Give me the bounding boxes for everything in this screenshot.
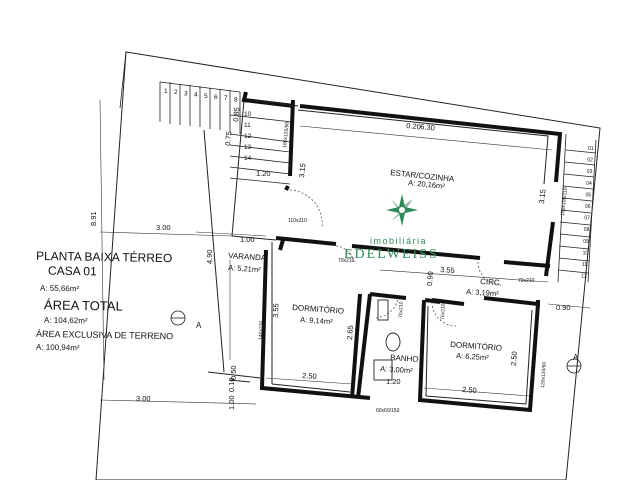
opening-70x210-c: 70x210 <box>398 301 405 318</box>
stair-step-number: 3 <box>184 90 188 97</box>
dim-250a: 2.50 <box>302 371 317 381</box>
dim-490: 4.90 <box>205 249 214 264</box>
plan-area-casa: A: 55,66m² <box>39 283 80 294</box>
side-step-number: 01 <box>588 146 594 152</box>
dim-085: 0.85 <box>231 107 241 122</box>
dorm1-area: A: 9,14m² <box>300 315 334 326</box>
section-mark-left: A <box>196 321 202 330</box>
opening-70x210-b: 70x210 <box>518 278 535 284</box>
stair-step-number: 5 <box>204 93 208 100</box>
dim-100a: 1.00 <box>240 235 255 244</box>
side-step-number: 07 <box>584 216 590 222</box>
circ-name: CIRC. <box>480 277 502 287</box>
side-step-number: 05 <box>586 192 592 198</box>
estar-area: A: 20,16m² <box>408 178 446 191</box>
dim-120a: 1.20 <box>256 169 271 178</box>
dorm2-name: DORMITÓRIO <box>450 340 503 353</box>
side-step-numbers: 01 02 03 04 05 06 07 08 09 10 11 12 <box>581 146 593 280</box>
logo-top-text: imobiliária <box>370 236 427 246</box>
dim-075: 0.75 <box>223 131 233 146</box>
dim-250b: 2.50 <box>462 385 477 395</box>
banho-area: A: 3,00m² <box>380 364 414 375</box>
varanda-name: VARANDA <box>228 251 267 263</box>
dim-630: 6.30 <box>420 122 435 132</box>
opening-sala: 150x100/110 <box>560 187 569 216</box>
lot-inner-line <box>119 51 127 109</box>
edelweiss-logo-icon <box>386 194 418 226</box>
stair-step-number: 10 <box>244 111 252 118</box>
stair-step-number: 1 <box>164 88 168 95</box>
stair-step-number: 14 <box>244 155 252 162</box>
plan-subtitle: CASA 01 <box>47 263 97 279</box>
dim-010: 0.10 <box>227 377 236 392</box>
side-step-number: 08 <box>584 227 590 233</box>
side-step-number: 11 <box>582 262 587 268</box>
side-step-number: 06 <box>585 204 591 210</box>
varanda-area: A: 5,21m² <box>228 263 262 274</box>
dimension-lines <box>99 99 591 405</box>
toilet-icon <box>385 332 401 352</box>
stair-step-number: 6 <box>214 94 218 101</box>
dim-300a: 3.00 <box>156 223 171 232</box>
dim-250c: 2.50 <box>509 351 519 366</box>
stair-step-number: 7 <box>224 95 228 102</box>
opening-dorm: 140x210 <box>258 320 265 340</box>
dim-265: 2.65 <box>345 325 355 340</box>
dim-090a: 0.90 <box>425 271 435 286</box>
dorm1-name: DORMITÓRIO <box>292 303 345 316</box>
side-step-number: 03 <box>587 169 593 175</box>
banho-name: BANHO <box>390 353 419 364</box>
logo-bottom-text: EDELWEISS <box>344 247 439 262</box>
side-step-number: 04 <box>586 181 592 187</box>
shower-icon <box>373 359 393 381</box>
dim-020: 0.20 <box>406 121 421 131</box>
staircase <box>159 81 293 185</box>
opening-120x120: 120x120/90 <box>540 361 548 388</box>
opening-70x210-a: 70x210 <box>338 258 355 264</box>
dim-355b: 3.55 <box>440 265 455 275</box>
dim-050: 0.50 <box>229 365 238 380</box>
side-steps <box>557 133 597 283</box>
sink-icon <box>377 299 389 321</box>
bathroom-fixtures <box>373 299 401 381</box>
dim-891: 8.91 <box>89 211 98 226</box>
plan-title: PLANTA BAIXA TÉRREO <box>35 248 173 266</box>
dim-315a: 3.15 <box>297 163 307 178</box>
stair-step-number: 9 <box>244 98 248 105</box>
opening-160x120: 160x120/90 <box>282 121 291 148</box>
stair-step-number: 2 <box>174 89 178 96</box>
side-step-number: 09 <box>583 239 589 245</box>
opening-110x210: 110x210 <box>288 218 307 224</box>
section-markers <box>170 310 582 374</box>
dim-300b: 3.00 <box>136 394 151 403</box>
stair-step-number: 12 <box>244 133 252 140</box>
dorm2-area: A: 6,25m² <box>456 351 490 362</box>
stair-step-number: 13 <box>244 144 252 151</box>
side-step-number: 10 <box>583 250 589 256</box>
total-area-label: ÁREA TOTAL <box>43 297 123 314</box>
dim-120b: 1.20 <box>386 377 401 386</box>
opening-70x210-d: 70x210 <box>440 303 447 320</box>
lot-boundary <box>95 51 601 480</box>
section-mark-right: A <box>573 353 579 362</box>
dim-090b: 0.90 <box>556 303 571 312</box>
side-step-number: 12 <box>581 274 587 280</box>
opening-60x60: 60x60/150 <box>376 408 400 414</box>
stair-step-number: 4 <box>194 92 198 99</box>
interior-wall-edges <box>203 99 549 405</box>
dim-315b: 3.15 <box>537 189 547 204</box>
total-area-value: A: 104,62m² <box>43 315 88 326</box>
exclusive-area-value: A: 100,94m² <box>35 342 80 353</box>
side-step-number: 02 <box>587 158 593 164</box>
stair-step-number: 11 <box>244 122 251 129</box>
dim-100b: 1.00 <box>227 395 236 410</box>
circ-area: A: 3,19m² <box>466 287 500 298</box>
stair-step-number: 8 <box>234 96 238 103</box>
dim-355a: 3.55 <box>271 303 281 318</box>
